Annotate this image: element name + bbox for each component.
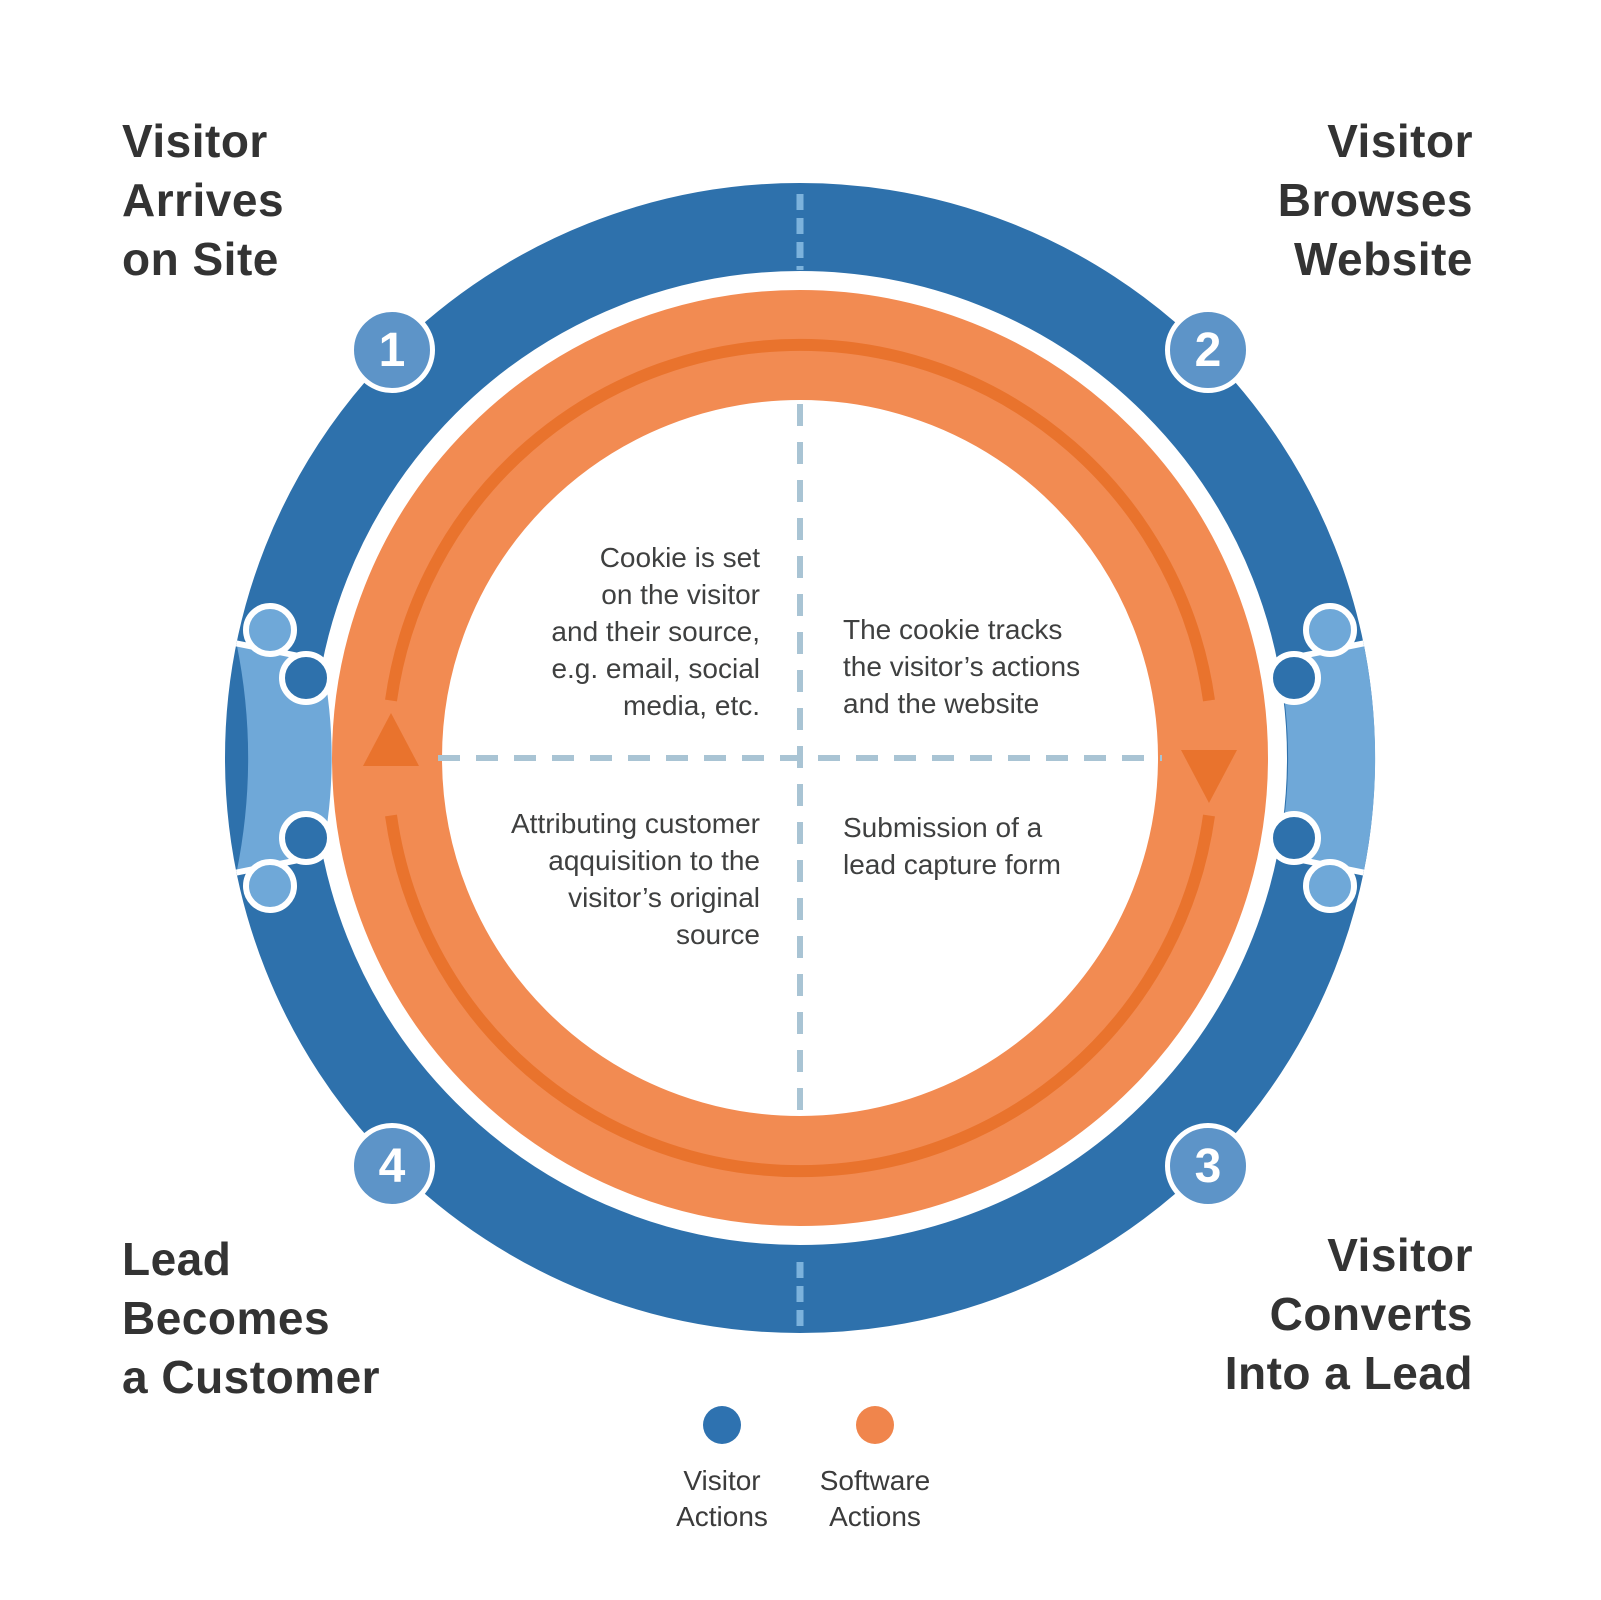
legend: Visitor Actions Software Actions xyxy=(0,1402,1601,1562)
puzzle-knob xyxy=(279,811,333,865)
puzzle-connector-left xyxy=(235,603,333,913)
puzzle-connector-right xyxy=(1267,603,1376,913)
stage-badge-2: 2 xyxy=(1165,307,1251,393)
puzzle-knob xyxy=(279,651,333,705)
puzzle-knob xyxy=(1303,859,1357,913)
legend-label-visitor-actions: Visitor Actions xyxy=(676,1465,768,1533)
stage-title-lead-becomes-customer: Lead Becomes a Customer xyxy=(122,1233,381,1403)
software-actions-dot-icon xyxy=(856,1406,894,1444)
stage-title-visitor-browses: Visitor Browses Website xyxy=(1277,115,1473,285)
flow-arrowhead-right-icon xyxy=(1181,750,1237,803)
note-cookie-tracks: The cookie tracks the visitor’s actions … xyxy=(843,614,1081,719)
stage-badge-3: 3 xyxy=(1165,1123,1251,1209)
note-cookie-set: Cookie is set on the visitor and their s… xyxy=(551,542,760,721)
note-lead-form-submission: Submission of a lead capture form xyxy=(843,812,1061,880)
note-attributing-acquisition: Attributing customer aqquisition to the … xyxy=(511,808,760,950)
legend-item-visitor-actions: Visitor Actions xyxy=(622,1406,822,1536)
flow-arc-top xyxy=(385,338,1215,702)
puzzle-knob xyxy=(1303,603,1357,657)
puzzle-knob xyxy=(1267,811,1321,865)
stage-title-visitor-converts: Visitor Converts Into a Lead xyxy=(1224,1229,1473,1399)
visitor-actions-dot-icon xyxy=(703,1406,741,1444)
legend-label-software-actions: Software Actions xyxy=(819,1465,931,1533)
flow-arc-bottom xyxy=(385,814,1215,1178)
puzzle-knob xyxy=(1267,651,1321,705)
puzzle-knob xyxy=(243,859,297,913)
puzzle-knob xyxy=(243,603,297,657)
legend-item-software-actions: Software Actions xyxy=(775,1406,975,1536)
stage-title-visitor-arrives: Visitor Arrives on Site xyxy=(122,115,285,285)
flow-arrowhead-left-icon xyxy=(363,713,419,766)
stage-badge-1: 1 xyxy=(349,307,435,393)
stage-badge-4: 4 xyxy=(349,1123,435,1209)
